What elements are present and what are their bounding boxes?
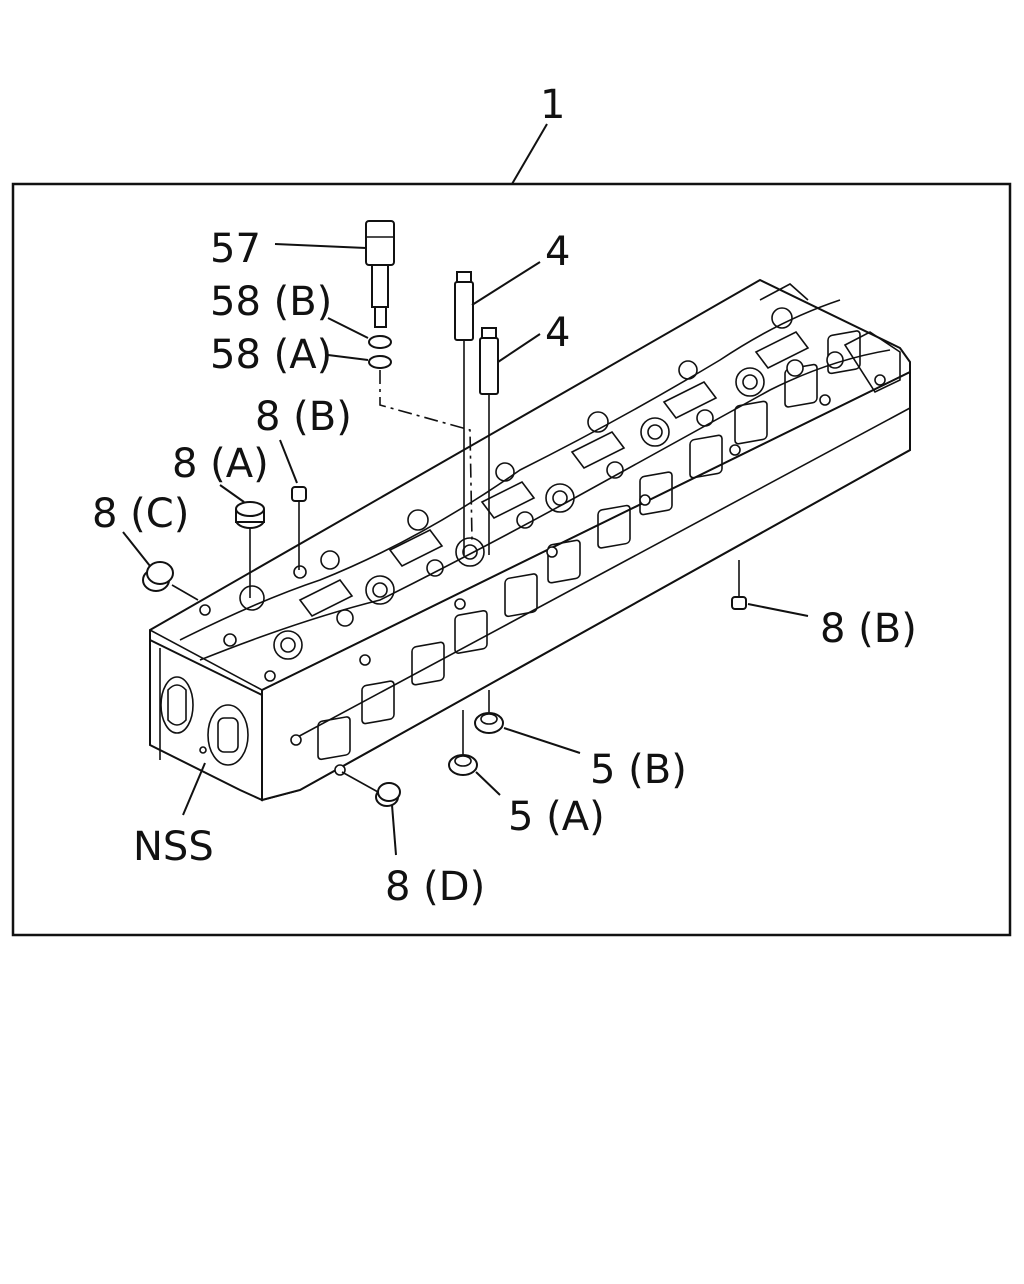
label-58a: 58 (A) — [210, 332, 332, 378]
seal-5b — [474, 712, 504, 734]
label-8d: 8 (D) — [385, 864, 485, 910]
label-58b: 58 (B) — [210, 279, 332, 325]
guide-4-bottom — [479, 327, 499, 395]
leader-line-1 — [511, 123, 548, 185]
label-8b-top: 8 (B) — [255, 394, 352, 440]
label-57: 57 — [210, 226, 261, 272]
install-path-injector — [379, 370, 473, 541]
leader-line-4-bottom — [497, 333, 541, 363]
leader-line-57 — [274, 243, 367, 249]
plug-8d — [375, 782, 401, 807]
plug-8c — [142, 561, 174, 592]
injector-sleeve-57 — [365, 220, 395, 328]
o-ring-58b — [368, 335, 392, 349]
label-assembly-1: 1 — [540, 82, 565, 128]
leader-line-8c — [122, 531, 151, 567]
leader-line-5a — [475, 771, 501, 796]
label-8b-right: 8 (B) — [820, 606, 917, 652]
leader-line-5b — [503, 727, 581, 754]
guide-4-top — [454, 271, 474, 341]
plug-8a — [235, 501, 265, 529]
label-4-top: 4 — [545, 229, 570, 275]
leader-line-8b-right — [747, 603, 809, 617]
label-8a: 8 (A) — [172, 441, 269, 487]
leader-line-8d — [391, 804, 397, 856]
label-4-bottom: 4 — [545, 310, 570, 356]
leader-line-58a — [327, 354, 369, 361]
cylinder-head — [149, 278, 911, 802]
plug-8b-right — [731, 596, 747, 610]
leader-line-8a — [219, 484, 245, 503]
leader-line-nss — [182, 762, 206, 816]
label-8c: 8 (C) — [92, 491, 189, 537]
diagram-frame — [11, 182, 1012, 937]
seal-5a — [448, 754, 478, 776]
plug-8b-top — [291, 486, 307, 502]
leader-line-8b-top — [279, 439, 298, 484]
o-ring-58a — [368, 355, 392, 369]
leader-line-58b — [327, 317, 369, 339]
label-5a: 5 (A) — [508, 794, 605, 840]
label-5b: 5 (B) — [590, 747, 687, 793]
leader-line-4-top — [471, 261, 541, 306]
label-nss: NSS — [133, 824, 214, 870]
